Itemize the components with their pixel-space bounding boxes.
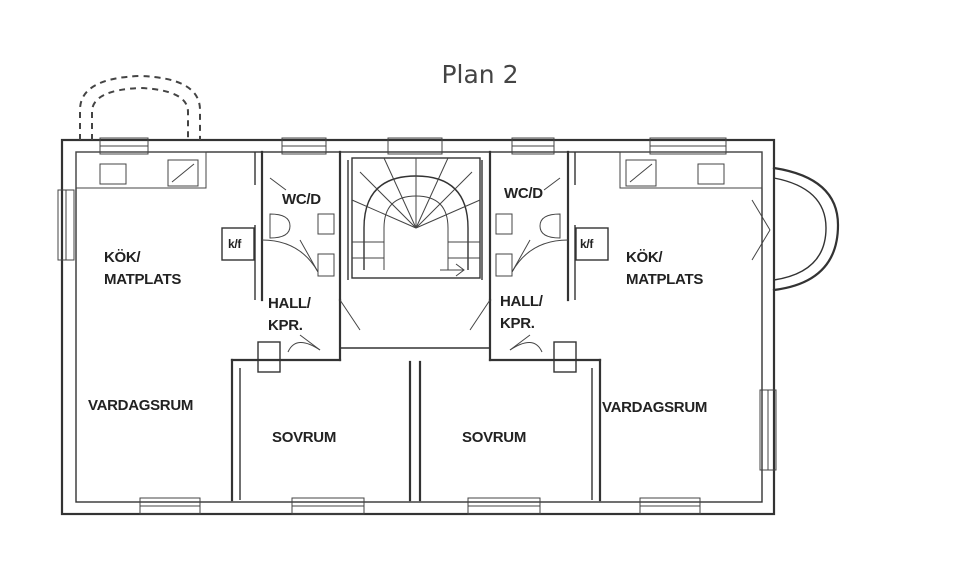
page-title: Plan 2 bbox=[441, 60, 519, 89]
interior-walls bbox=[75, 150, 763, 502]
room-label-wc-left: WC/D bbox=[282, 191, 321, 208]
room-label-kpr-right: KPR. bbox=[500, 315, 535, 332]
room-label-sovrum-right: SOVRUM bbox=[462, 429, 526, 446]
room-label-kf-right: k/f bbox=[580, 237, 594, 251]
room-label-matplats-left: MATPLATS bbox=[104, 271, 181, 288]
doors bbox=[261, 199, 771, 353]
room-label-hall-left: HALL/ bbox=[268, 295, 312, 312]
room-label-kpr-left: KPR. bbox=[268, 317, 303, 334]
spiral-staircase bbox=[351, 157, 481, 279]
wc-fixtures bbox=[269, 177, 561, 277]
windows-sides-bottom bbox=[57, 189, 777, 515]
room-label-wc-right: WC/D bbox=[504, 185, 543, 202]
room-label-vardagsrum-right: VARDAGSRUM bbox=[602, 399, 707, 416]
round-balcony-right bbox=[772, 166, 840, 292]
room-label-kf-left: k/f bbox=[228, 237, 242, 251]
room-label-kok-right: KÖK/ bbox=[626, 249, 663, 266]
room-label-hall-right: HALL/ bbox=[500, 293, 544, 310]
room-label-sovrum-left: SOVRUM bbox=[272, 429, 336, 446]
outer-walls bbox=[60, 138, 776, 516]
room-label-matplats-right: MATPLATS bbox=[626, 271, 703, 288]
room-label-kok-left: KÖK/ bbox=[104, 249, 141, 266]
bay-window-left bbox=[79, 74, 201, 140]
room-label-vardagsrum-left: VARDAGSRUM bbox=[88, 397, 193, 414]
windows-top bbox=[99, 137, 727, 155]
